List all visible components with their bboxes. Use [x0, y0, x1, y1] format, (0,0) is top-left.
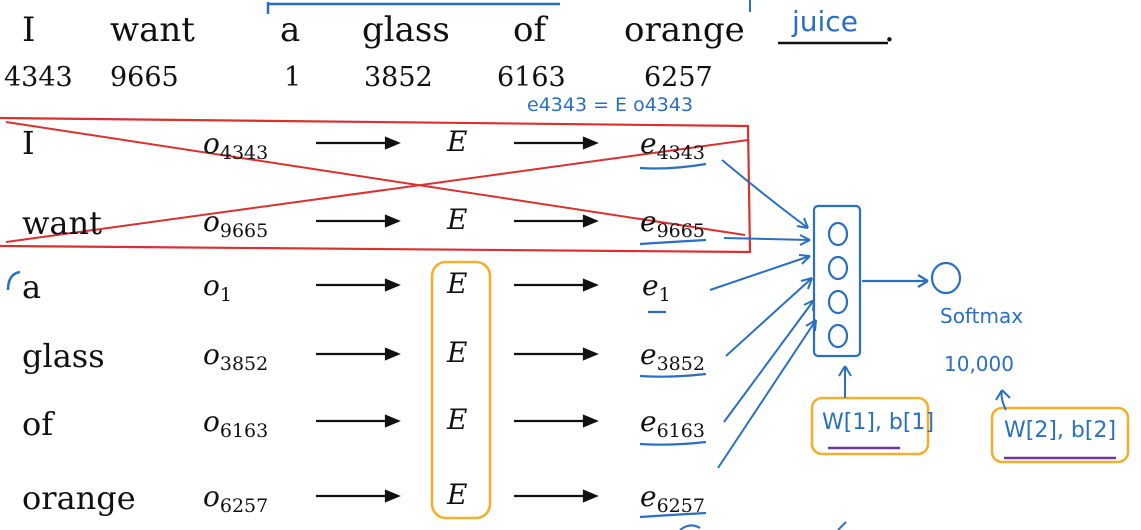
- bottom-partial-stroke: [679, 521, 847, 530]
- sentence-word-3: a: [280, 10, 301, 50]
- top-bracket-stroke: [266, 2, 560, 14]
- row-word: of: [22, 405, 54, 443]
- one-hot-vector: o6257: [203, 480, 269, 517]
- hidden-unit-2: [827, 255, 849, 281]
- hidden-unit-3: [827, 289, 849, 315]
- sentence-period: .: [884, 10, 895, 50]
- embedding-underlines: [639, 162, 707, 519]
- embedding-vector: e6257: [640, 480, 705, 517]
- arrow-row-5: [316, 414, 599, 428]
- arrow-e1: [709, 255, 811, 291]
- embedding-matrix-highlight: [430, 260, 492, 520]
- target-word: juice: [792, 5, 858, 38]
- row-arrows: [316, 136, 599, 503]
- arrow-row-2: [316, 214, 599, 228]
- embedding-matrix: E: [447, 336, 468, 369]
- underline-e-1: [639, 162, 707, 170]
- embedding-to-hidden-arrows: [709, 159, 817, 469]
- one-hot-vector: o6163: [203, 405, 269, 442]
- embedding-vector: e3852: [640, 338, 705, 375]
- vocab-size-label: 10,000: [944, 352, 1014, 376]
- hidden-layer-box: [812, 204, 862, 358]
- softmax-label: Softmax: [940, 304, 1024, 328]
- sentence-word-5: of: [513, 10, 547, 50]
- row-word: I: [22, 124, 35, 162]
- arrow-row-4: [316, 347, 599, 361]
- params2-arrow: [995, 389, 1011, 411]
- params1-highlight: [810, 396, 930, 456]
- embedding-matrix: E: [447, 478, 468, 511]
- underline-e-5: [639, 440, 707, 446]
- vocab-index-2: 9665: [110, 62, 179, 93]
- row-word: orange: [22, 479, 136, 517]
- red-cross-line-2: [5, 139, 749, 243]
- sentence-word-2: want: [110, 10, 195, 50]
- params2-highlight: [990, 406, 1130, 464]
- arrow-e6257: [717, 319, 817, 469]
- one-hot-vector: o1: [203, 269, 232, 306]
- one-hot-vector: o9665: [203, 205, 269, 242]
- one-hot-vector: o4343: [203, 127, 269, 164]
- arrow-row-1: [316, 136, 599, 150]
- arrow-row-3: [316, 278, 599, 292]
- underline-e-4: [639, 372, 707, 378]
- underline-e-2: [639, 238, 707, 246]
- softmax-unit: [930, 261, 962, 295]
- underline-e-6: [639, 511, 707, 519]
- row-word: glass: [22, 337, 105, 375]
- embedding-matrix: E: [447, 403, 468, 436]
- embedding-matrix: E: [447, 125, 468, 158]
- arrow-e9665: [723, 237, 811, 241]
- vocab-index-4: 3852: [364, 62, 433, 93]
- embedding-matrix: E: [447, 267, 468, 300]
- hidden-unit-1: [827, 221, 849, 247]
- hidden-layer: [812, 204, 862, 358]
- embedding-matrix: E: [447, 203, 468, 236]
- params2-label: W[2], b[2]: [1004, 418, 1117, 443]
- sentence-word-4: glass: [362, 10, 450, 50]
- hidden-unit-4: [827, 323, 849, 349]
- params1-label: W[1], b[1]: [822, 410, 935, 435]
- context-brace: [6, 270, 21, 291]
- vocab-index-5: 6163: [497, 62, 566, 93]
- red-cross-line-1: [5, 121, 746, 236]
- sentence-word-1: I: [22, 10, 36, 50]
- one-hot-vector: o3852: [203, 338, 269, 375]
- row-word: a: [22, 268, 42, 306]
- output-connection: [862, 261, 962, 295]
- vocab-index-6: 6257: [644, 62, 713, 93]
- embedding-equation: e4343 = E o4343: [527, 94, 694, 116]
- embedding-vector: e6163: [640, 405, 705, 442]
- arrow-e6163: [723, 299, 815, 423]
- vocab-index-3: 1: [284, 62, 302, 93]
- params1-arrow: [838, 365, 852, 398]
- arrow-e3852: [725, 277, 813, 357]
- vocab-index-1: 4343: [4, 62, 73, 93]
- sentence-word-6: orange: [624, 10, 745, 50]
- arrow-row-6: [316, 489, 599, 503]
- embedding-vector: e4343: [640, 127, 705, 164]
- arrow-e4343: [721, 159, 809, 229]
- embedding-vector: e9665: [640, 205, 705, 242]
- row-word: want: [22, 204, 102, 242]
- red-crossout-box: [0, 116, 752, 254]
- embedding-vector: e1: [642, 269, 671, 306]
